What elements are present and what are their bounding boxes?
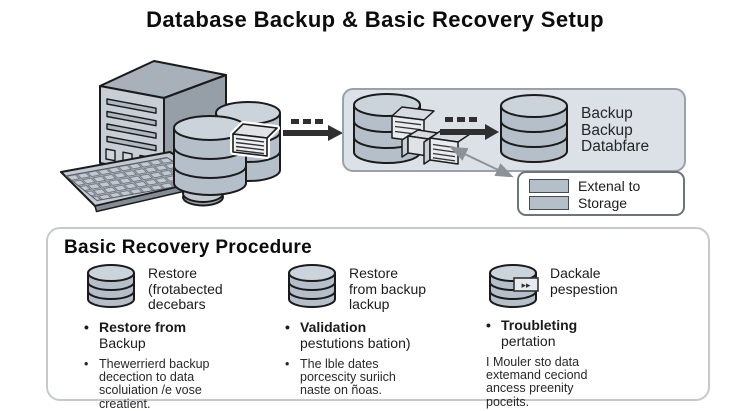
backup-file-icon xyxy=(230,121,280,159)
flow-arrow-1 xyxy=(283,119,343,141)
procedure-detail-text: Thewerrierd backup decection to data sco… xyxy=(99,356,210,411)
legend-label: Storage xyxy=(578,194,628,211)
procedure-point: • Troubleting pertation xyxy=(486,317,662,350)
column-header: Restore from backup lackup xyxy=(285,263,461,313)
procedure-title: Basic Recovery Procedure xyxy=(64,237,312,258)
procedure-detail: • The lble dates porcescity suriich nast… xyxy=(285,356,461,398)
procedure-detail: I Mouler sto data extemand ceciond ances… xyxy=(486,354,662,410)
column-header: ▸▸ Dackale pespestion xyxy=(486,263,662,311)
procedure-point: • Restore from Backup xyxy=(84,319,260,352)
procedure-column-validation: Restore from backup lackup • Validation … xyxy=(285,263,461,411)
database-icon xyxy=(288,264,336,308)
legend-row: Storage xyxy=(529,194,683,211)
procedure-point-text: Troubleting pertation xyxy=(501,317,578,350)
procedure-step-heading: Restore (frotabected decebars xyxy=(148,265,223,313)
procedure-point-text: Validation pestutions bation) xyxy=(300,319,411,352)
backup-database-label: Backup Backup Databfare xyxy=(581,105,650,156)
fastforward-glyph: ▸▸ xyxy=(521,280,531,290)
page-title: Database Backup & Basic Recovery Setup xyxy=(146,7,604,32)
procedure-column-restore: Restore (frotabected decebars • Restore … xyxy=(84,263,260,411)
legend-label: Extenal to xyxy=(578,177,641,194)
point-bold: Troubleting xyxy=(501,317,578,333)
backup-database-icon xyxy=(500,94,568,163)
point-rest: pestutions bation) xyxy=(300,334,411,351)
legend-swatch-icon xyxy=(529,195,569,210)
procedure-point-text: Restore from Backup xyxy=(99,319,187,352)
procedure-detail: • Thewerrierd backup decection to data s… xyxy=(84,356,260,411)
badge-rect xyxy=(513,277,539,292)
procedure-step-heading: Dackale pespestion xyxy=(550,265,618,297)
legend-box: Extenal to Storage xyxy=(517,171,685,216)
procedure-detail-text: The lble dates porcescity suriich naste … xyxy=(300,356,396,398)
bullet-marker: • xyxy=(285,319,290,336)
procedure-point: • Validation pestutions bation) xyxy=(285,319,461,352)
point-rest: pertation xyxy=(501,332,556,349)
flow-arrow-2 xyxy=(440,117,499,140)
bullet-marker: • xyxy=(84,356,89,371)
legend-row: Extenal to xyxy=(529,177,683,194)
bullet-marker: • xyxy=(285,356,290,371)
database-icon xyxy=(87,264,135,308)
bullet-marker: • xyxy=(486,317,491,333)
database-fastforward-icon: ▸▸ xyxy=(489,264,539,308)
legend-pointer-arrow xyxy=(449,146,514,178)
point-bold: Validation xyxy=(300,319,367,336)
backup-flow-diagram xyxy=(60,60,686,213)
database-stack-icon xyxy=(173,101,281,196)
recovery-procedure-panel: Basic Recovery Procedure Restore (frotab… xyxy=(46,227,710,410)
point-bold: Restore from xyxy=(99,319,187,336)
procedure-columns: Restore (frotabected decebars • Restore … xyxy=(64,263,698,411)
procedure-detail-text: I Mouler sto data extemand ceciond ances… xyxy=(486,354,588,409)
point-rest: Backup xyxy=(99,334,146,351)
procedure-column-troubleshooting: ▸▸ Dackale pespestion • Troubleting pert… xyxy=(486,263,662,411)
legend-swatch-icon xyxy=(529,178,569,193)
bullet-marker: • xyxy=(84,319,89,336)
column-header: Restore (frotabected decebars xyxy=(84,263,260,313)
procedure-step-heading: Restore from backup lackup xyxy=(349,265,427,313)
